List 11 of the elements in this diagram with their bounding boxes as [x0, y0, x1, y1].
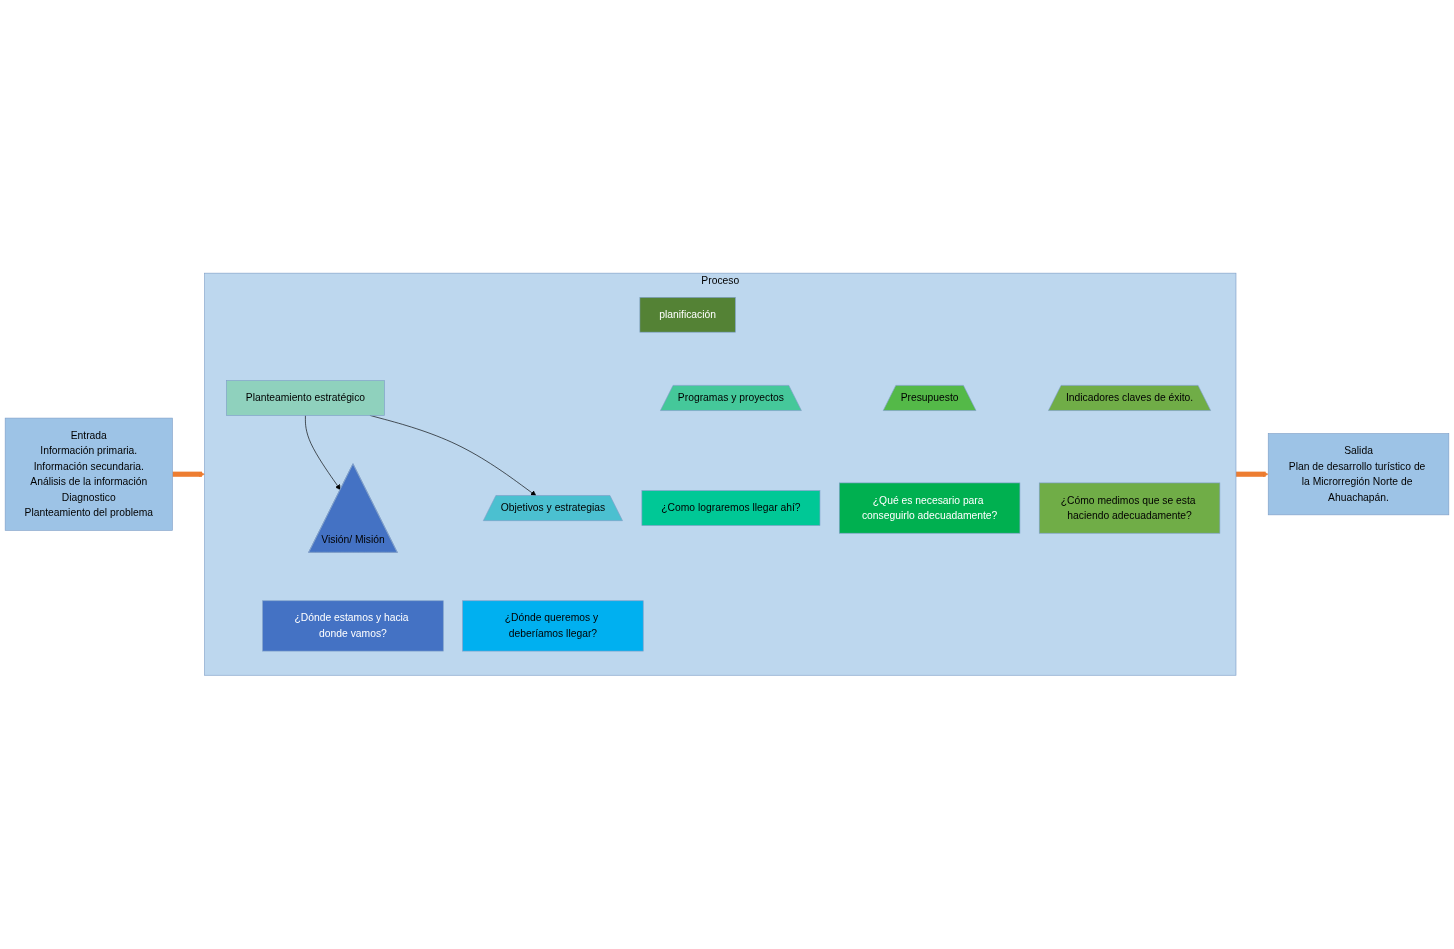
node-box: ¿Dónde queremos y deberíamos llegar? — [462, 600, 644, 652]
node-box: Planteamiento estratégico — [226, 380, 385, 416]
node-box: ¿Como lograremos llegar ahí? — [641, 490, 821, 527]
node-box: ¿Qué es necesario para conseguirlo adecuadamente? — [839, 482, 1021, 534]
node-box: planificación — [639, 297, 736, 333]
node-box: Entrada Información primaria. Información secundaria. Análisis de la información Diagnostico Planteamiento del problema — [4, 418, 173, 531]
node-box: Salida Plan de desarrollo turístico de la Microrregión Norte de Ahuachapán. — [1267, 433, 1450, 516]
node-box: ¿Dónde estamos y hacia donde vamos? — [262, 600, 444, 652]
arrow — [172, 471, 205, 478]
arrow — [1236, 471, 1269, 478]
node-box: ¿Cómo medimos que se esta haciendo adecuadamente? — [1038, 482, 1221, 534]
